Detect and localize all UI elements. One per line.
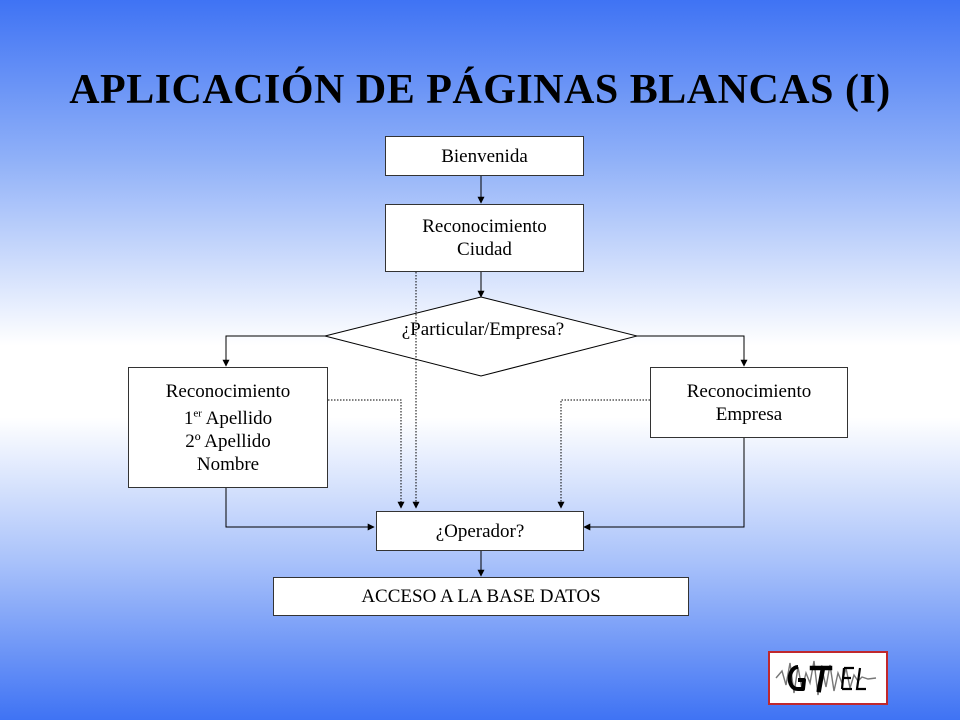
dotted-arrow-empresa-to-operador	[557, 399, 650, 509]
page-title: APLICACIÓN DE PÁGINAS BLANCAS (I)	[69, 67, 891, 113]
decision-diamond	[324, 296, 638, 377]
node-acceso-label: ACCESO A LA BASE DATOS	[361, 586, 601, 607]
arrow-particular-to-operador	[225, 488, 375, 531]
node-particular-line2-sup: er	[193, 407, 202, 420]
dotted-arrow-particular-to-operador	[328, 399, 405, 509]
node-operador-label: ¿Operador?	[435, 520, 525, 542]
node-particular-line1: Reconocimiento	[165, 380, 291, 402]
node-acceso-base-datos: ACCESO A LA BASE DATOS	[273, 577, 689, 616]
arrow-decision-to-particular	[222, 335, 325, 367]
arrow-decision-to-empresa	[637, 335, 748, 367]
node-ciudad-line1: Reconocimiento	[422, 216, 547, 237]
node-empresa-line1: Reconocimiento	[686, 380, 812, 402]
node-particular-line4: Nombre	[196, 453, 260, 475]
node-particular-line2-prefix: 1	[183, 407, 194, 429]
node-empresa-line2: Empresa	[715, 403, 783, 425]
node-reconocimiento-ciudad: Reconocimiento Ciudad	[385, 204, 584, 272]
node-particular-line2-rest: Apellido	[201, 407, 273, 429]
node-operador: ¿Operador?	[376, 511, 584, 551]
node-bienvenida: Bienvenida	[385, 136, 584, 176]
node-bienvenida-label: Bienvenida	[441, 145, 528, 167]
gtel-logo-icon	[768, 651, 888, 705]
node-reconocimiento-empresa: Reconocimiento Empresa	[650, 367, 848, 438]
node-particular-line2: 1er Apellido	[184, 407, 272, 430]
node-reconocimiento-particular: Reconocimiento 1er Apellido 2º Apellido …	[128, 367, 328, 488]
arrow-empresa-to-operador	[583, 438, 745, 531]
node-particular-line3: 2º Apellido	[185, 430, 271, 452]
node-ciudad-line2: Ciudad	[457, 239, 512, 260]
decision-particular-empresa-label: ¿Particular/Empresa?	[401, 319, 565, 340]
